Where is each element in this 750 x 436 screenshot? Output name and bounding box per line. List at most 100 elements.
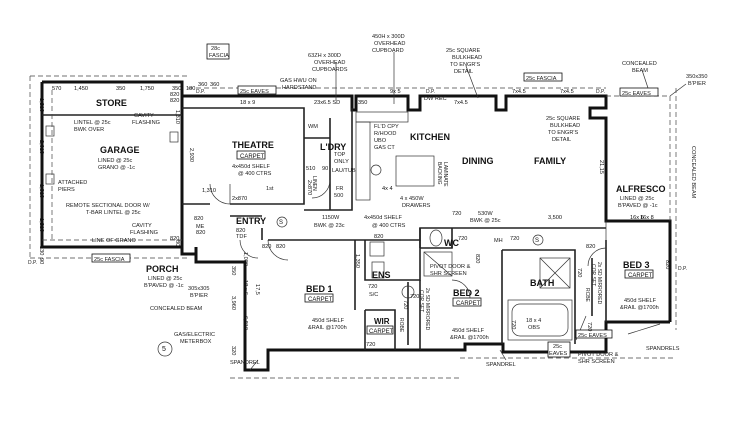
dim-top-12: 3,500 bbox=[548, 215, 562, 221]
finish-wir: CARPET bbox=[369, 329, 394, 335]
note-gas-hwu-1: GAS HWU ON bbox=[280, 78, 317, 84]
room-garage: GARAGE bbox=[100, 145, 140, 155]
room-kitchen: KITCHEN bbox=[410, 132, 450, 142]
dim-num-8: 350 bbox=[230, 266, 236, 275]
note-drawers-1: 4 x 450W bbox=[400, 196, 424, 202]
note-overhead-cupboard-1: 450H x 300D bbox=[372, 34, 405, 40]
note-linen-2: OBS bbox=[528, 325, 540, 331]
dim-garage-0: 1,210 bbox=[38, 98, 44, 112]
note-alfresco-lined-1: LINED @ 25c bbox=[620, 196, 654, 202]
note-sectional-door-1: REMOTE SECTIONAL DOOR W/ bbox=[66, 203, 150, 209]
note-eaves-right: 25c EAVES bbox=[622, 91, 651, 97]
note-porch-lined-2: B'PAVED @ -1c bbox=[144, 283, 184, 289]
annotations: 28c FASCIA 25c EAVES 63ZH x 300D OVERHEA… bbox=[28, 34, 707, 368]
note-theatre-shelf-1: 4x450d SHELF bbox=[232, 164, 271, 170]
dim-bed-0: 720 bbox=[510, 320, 516, 329]
note-laminate-backing-2: BACKING bbox=[436, 162, 442, 185]
dim-entry-19: 720 bbox=[410, 294, 419, 300]
note-cavity-flashing-1b: FLASHING bbox=[132, 120, 160, 126]
note-eaves-bottom-2: EAVES bbox=[549, 351, 568, 357]
symbols: S S 5 bbox=[162, 220, 539, 353]
dim-bed-1: 720 bbox=[586, 322, 592, 331]
dim-entry-3: 820 bbox=[170, 236, 179, 242]
note-linen-1: 18 x 4 bbox=[526, 318, 541, 324]
dim-top-2: 350 bbox=[116, 86, 125, 92]
room-store: STORE bbox=[96, 98, 127, 108]
note-overhead-cupboard-2: OVERHEAD bbox=[374, 41, 405, 47]
dim-kitchen-0: 720 bbox=[452, 211, 461, 217]
note-spandrel-mid: SPANDREL bbox=[486, 362, 516, 368]
dim-garage-4: 1,210 bbox=[38, 218, 44, 232]
note-pier-porch-1: 305x305 bbox=[188, 286, 209, 292]
external-walls bbox=[40, 80, 672, 372]
note-bed2-shelf-2: &RAIL @1700h bbox=[450, 335, 489, 341]
room-entry: ENTRY bbox=[236, 216, 266, 226]
note-bulkhead-right-3: TO ENGR'S bbox=[548, 130, 578, 136]
note-dw-rec: DW REC bbox=[424, 96, 447, 102]
room-wc: WC bbox=[444, 238, 459, 248]
dim-num-9: 90 bbox=[38, 258, 44, 264]
note-fascia-28c-1: 28c bbox=[211, 46, 220, 52]
note-garage-lintel-2: BWK OVER bbox=[74, 127, 104, 133]
note-bulkhead-top-2: BULKHEAD bbox=[452, 55, 482, 61]
dim-entry-2: 820 bbox=[374, 234, 383, 240]
note-cavity-flashing-1a: CAVITY bbox=[134, 113, 154, 119]
note-pivot-door-bath-1: PIVOT DOOR & bbox=[578, 352, 619, 358]
dimensions: 570 1,450 350 1,750 820 18 x 9 23x6.5 SD… bbox=[38, 82, 670, 355]
dim-entry-10: 18 x 5 bbox=[242, 280, 248, 295]
note-dp-2: D.P. bbox=[426, 89, 435, 95]
finish-bed1: CARPET bbox=[308, 297, 333, 303]
dim-entry-14: 16x 6 bbox=[630, 215, 644, 221]
dim-top-4: 820 bbox=[170, 98, 179, 104]
room-labels: STORE GARAGE THEATRE L'DRY KITCHEN DININ… bbox=[96, 98, 666, 326]
note-entry-shelf-2: @ 400 CTRS bbox=[372, 223, 406, 229]
note-dp-4: D.P. bbox=[28, 260, 37, 266]
note-entry-shelf-1: 4x450d SHELF bbox=[364, 215, 403, 221]
note-kitchen-fitout-2: R/HOOD bbox=[374, 131, 396, 137]
note-meterbox-2: METERBOX bbox=[180, 339, 212, 345]
dim-entry-4: 820 bbox=[586, 244, 595, 250]
dim-top-6: 23x6.5 SD bbox=[314, 100, 340, 106]
note-entry-bwk-1: 1150W bbox=[322, 215, 340, 221]
dim-theatre-5: 90 bbox=[322, 166, 328, 172]
note-garage-lined-1: LINED @ 25c bbox=[98, 158, 132, 164]
dim-theatre-3: 2x870 bbox=[306, 180, 312, 195]
dim-top-7: 9x 5 bbox=[390, 89, 401, 95]
room-alfresco: ALFRESCO bbox=[616, 184, 666, 194]
smoke-alarm-symbol-1: S bbox=[279, 220, 283, 226]
note-bed1-shelf-1: 450d SHELF bbox=[312, 318, 345, 324]
note-concealed-beam-side: CONCEALED BEAM bbox=[690, 146, 696, 199]
note-dp-5: D.P. bbox=[678, 266, 687, 272]
note-overhead-cupboards-1: 63ZH x 300D bbox=[308, 53, 341, 59]
dim-top-9: 7x4.5 bbox=[512, 89, 526, 95]
dim-entry-13: 6,810 bbox=[242, 316, 248, 330]
note-porch-lined-1: LINED @ 25c bbox=[148, 276, 182, 282]
dim-num-3: 360 bbox=[198, 82, 207, 88]
note-bed3-shelf-2: &RAIL @1700h bbox=[620, 305, 659, 311]
dim-garage-3: 1,310 bbox=[174, 110, 180, 124]
dim-kitchen-1: 21,15 bbox=[598, 160, 604, 174]
note-bulkhead-top-3: TO ENGR'S bbox=[450, 62, 480, 68]
dim-num-4: 360 bbox=[210, 82, 219, 88]
dim-num-2: 180 bbox=[186, 86, 195, 92]
dim-top-11: 16x 8 bbox=[640, 215, 654, 221]
note-fr-1: FR bbox=[336, 186, 343, 192]
dim-kitchen-2: 4x 4 bbox=[382, 186, 393, 192]
note-eaves-bath: 25c EAVES bbox=[578, 333, 607, 339]
note-drawers-2: DRAWERS bbox=[402, 203, 431, 209]
note-laminate-backing-1: LAMINATE bbox=[442, 162, 448, 187]
note-entry-bwk-2: BWK @ 23c bbox=[314, 223, 345, 229]
dim-entry-0: 820 bbox=[194, 216, 203, 222]
smoke-alarm-symbol-2: S bbox=[535, 238, 539, 244]
dim-theatre-1: 1,310 bbox=[202, 188, 216, 194]
note-theatre-shelf-2: @ 400 CTRS bbox=[238, 171, 272, 177]
note-fascia-mid: 25c FASCIA bbox=[526, 76, 557, 82]
note-concealed-beam-porch: CONCEALED BEAM bbox=[150, 306, 203, 312]
dim-entry-16: 720 bbox=[366, 342, 375, 348]
dim-theatre-0: 2,930 bbox=[188, 148, 194, 162]
note-kitchen-fitout-4: GAS CT bbox=[374, 145, 395, 151]
note-fascia-garage: 25c FASCIA bbox=[94, 257, 125, 263]
dim-theatre-4: 510 bbox=[306, 166, 315, 172]
dim-num-0: 820 bbox=[170, 92, 179, 98]
